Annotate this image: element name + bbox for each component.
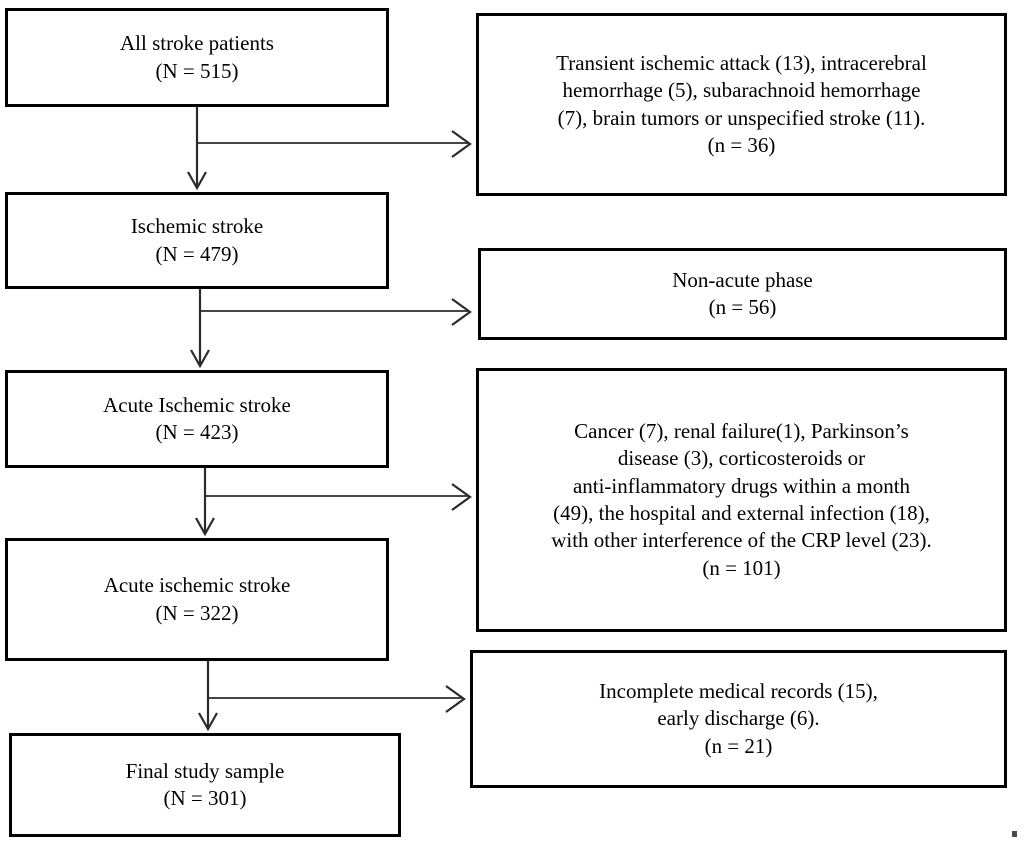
- connector-acute2-to-final: [198, 661, 218, 732]
- node-exclusion-diagnosis: Transient ischemic attack (13), intracer…: [476, 13, 1007, 196]
- exclusion-text-line: Non-acute phase: [672, 267, 813, 292]
- exclusion-text-line: hemorrhage (5), subarachnoid hemorrhage: [562, 78, 921, 103]
- node-acute-ischemic-stroke: Acute Ischemic stroke (N = 423): [5, 370, 389, 468]
- connector-ischemic-to-exclusion-2: [200, 298, 472, 326]
- exclusion-text-line: anti-inflammatory drugs within a month: [572, 473, 911, 498]
- exclusion-text-line: early discharge (6).: [657, 706, 820, 731]
- connector-ischemic-to-acute: [190, 289, 210, 369]
- connector-acute-to-acute2: [195, 468, 215, 537]
- node-count: (N = 423): [155, 420, 239, 444]
- node-exclusion-comorbidity: Cancer (7), renal failure(1), Parkinson’…: [476, 368, 1007, 632]
- connector-all-stroke-to-exclusion-1: [197, 130, 472, 158]
- connector-acute-to-exclusion-3: [205, 483, 472, 511]
- node-label: All stroke patients: [120, 31, 274, 56]
- connector-acute2-to-exclusion-4: [208, 685, 466, 713]
- exclusion-text-line: (7), brain tumors or unspecified stroke …: [557, 105, 926, 130]
- connector-all-stroke-to-ischemic: [187, 107, 207, 191]
- exclusion-count: (n = 36): [707, 132, 776, 157]
- exclusion-text-line: Incomplete medical records (15),: [599, 679, 878, 704]
- exclusion-text-line: Transient ischemic attack (13), intracer…: [556, 50, 927, 75]
- exclusion-text-line: (49), the hospital and external infectio…: [553, 501, 930, 525]
- node-count: (N = 515): [155, 58, 239, 83]
- node-exclusion-non-acute-phase: Non-acute phase (n = 56): [478, 248, 1007, 340]
- node-final-study-sample: Final study sample (N = 301): [9, 733, 401, 837]
- exclusion-text-line: disease (3), corticosteroids or: [617, 446, 866, 471]
- node-label: Final study sample: [125, 758, 285, 783]
- exclusion-count: (n = 21): [704, 733, 773, 758]
- exclusion-count: (n = 56): [708, 295, 777, 319]
- node-count: (N = 301): [163, 786, 247, 810]
- node-label: Acute Ischemic stroke: [103, 392, 291, 417]
- page-corner-artifact: [1012, 831, 1017, 837]
- node-label: Ischemic stroke: [130, 214, 264, 239]
- node-all-stroke-patients: All stroke patients (N = 515): [5, 8, 389, 107]
- node-label: Acute ischemic stroke: [103, 573, 291, 598]
- node-count: (N = 322): [155, 600, 239, 625]
- exclusion-text-line: Cancer (7), renal failure(1), Parkinson’…: [574, 419, 909, 444]
- exclusion-text-line: with other interference of the CRP level…: [551, 528, 932, 553]
- node-acute-ischemic-stroke-filtered: Acute ischemic stroke (N = 322): [5, 538, 389, 661]
- exclusion-count: (n = 101): [702, 555, 781, 580]
- node-exclusion-records: Incomplete medical records (15), early d…: [470, 650, 1007, 788]
- node-count: (N = 479): [155, 241, 239, 266]
- node-ischemic-stroke: Ischemic stroke (N = 479): [5, 192, 389, 289]
